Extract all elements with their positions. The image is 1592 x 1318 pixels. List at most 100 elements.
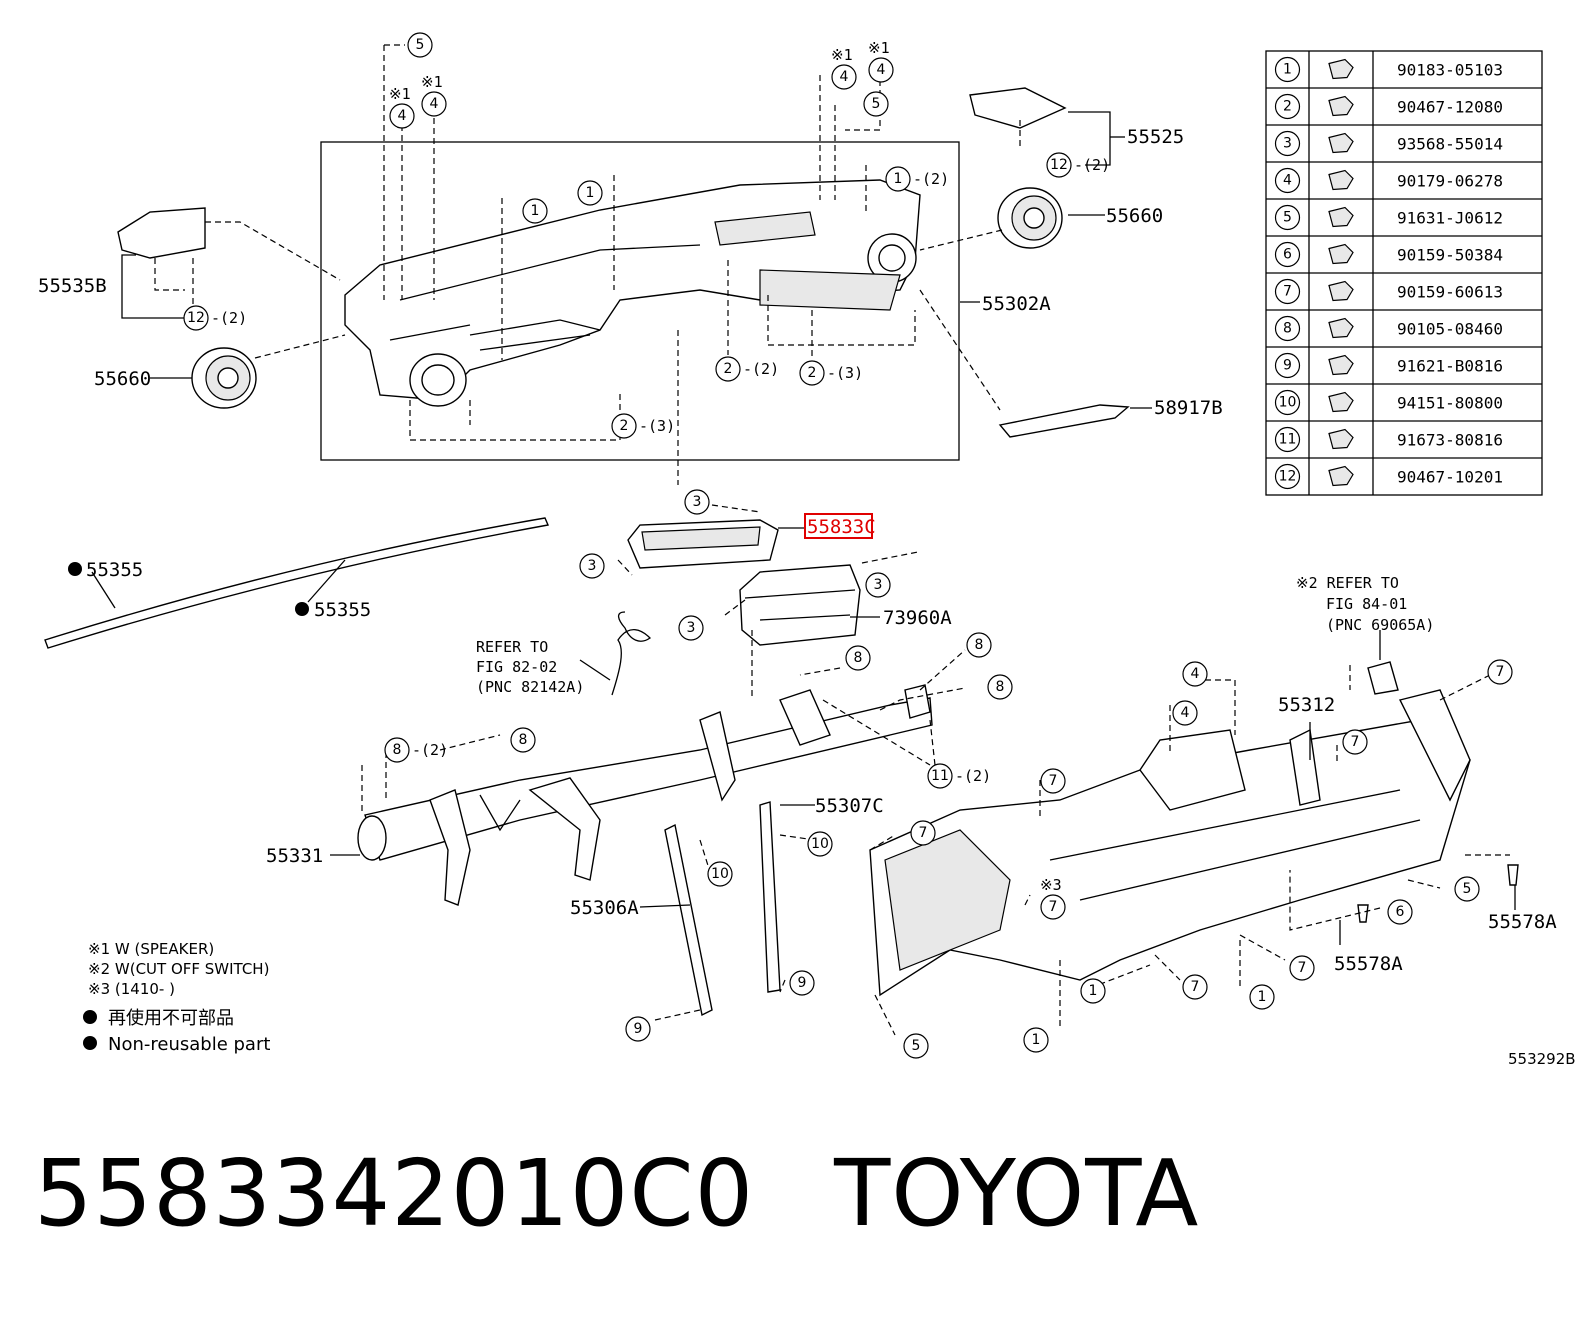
- weatherstrip-drawing: [44, 517, 549, 649]
- ref-number: 6: [1396, 904, 1405, 920]
- ref-circle: [1387, 899, 1413, 925]
- ref-number: 7: [919, 825, 928, 841]
- table-part-number: 90159-60613: [1397, 283, 1503, 302]
- ref-circle: [927, 763, 953, 789]
- label-55312: 55312: [1278, 694, 1335, 716]
- ref-circle: [1080, 978, 1106, 1004]
- speaker-left-drawing: [191, 347, 257, 409]
- ref-number: 1: [531, 203, 540, 219]
- table-part-number: 90179-06278: [1397, 172, 1503, 191]
- ref-circle: [987, 674, 1013, 700]
- legend-en: Non-reusable part: [108, 1034, 270, 1055]
- ref-number: 7: [1049, 773, 1058, 789]
- ref-number: 12: [1050, 157, 1068, 173]
- clip-55578a-b-drawing: [1357, 904, 1369, 923]
- ref-circle: [407, 32, 433, 58]
- wire-harness-drawing: [611, 611, 652, 696]
- ref-circle: [678, 615, 704, 641]
- refer-fig82-line2: FIG 82-02: [476, 658, 557, 676]
- note-1: ※1 W (SPEAKER): [88, 940, 214, 958]
- refer-fig82-line3: (PNC 82142A): [476, 678, 584, 696]
- ref-circle: [389, 103, 415, 129]
- ref-circle: [1023, 1027, 1049, 1053]
- footnote-mark: ※1: [389, 85, 411, 103]
- switch-bracket-drawing: [1367, 661, 1399, 695]
- ref-number: 4: [877, 62, 886, 78]
- leader-lines-upper: [154, 44, 1021, 485]
- ref-circle: [1172, 700, 1198, 726]
- table-ref-circle: [1274, 204, 1301, 231]
- ref-circle: [579, 553, 605, 579]
- ref-number: 10: [711, 866, 729, 882]
- diagram-id: 553292B: [1508, 1050, 1576, 1068]
- brace-55306a-drawing: [664, 823, 713, 1017]
- ref-circles: 54※14※1114※14※151-(2)12-(2)12-(2)2-(2)2-…: [183, 32, 1513, 1059]
- leader-lines-lower: [361, 649, 1510, 1036]
- table-ref-circle: [1274, 56, 1301, 83]
- table-part-number: 91631-J0612: [1397, 209, 1503, 228]
- ref-number: 9: [634, 1021, 643, 1037]
- brace-55307c-drawing: [759, 801, 781, 993]
- lower-panel-drawing: [869, 689, 1471, 997]
- ref-number: 7: [1191, 979, 1200, 995]
- note-2: ※2 W(CUT OFF SWITCH): [88, 960, 269, 978]
- ref-circle: [1040, 894, 1066, 920]
- ref-number: 7: [1351, 734, 1360, 750]
- legend-marker-icon: [83, 1036, 97, 1050]
- highlight-box: [804, 513, 873, 539]
- table-ref-circle: [1274, 463, 1301, 490]
- ref-circle: [799, 360, 825, 386]
- fastener-icon: [1328, 317, 1354, 339]
- fastener-icon: [1328, 243, 1354, 265]
- ref-number: 2: [808, 365, 817, 381]
- ref-number: 2: [620, 418, 629, 434]
- label-55578A-a: 55578A: [1488, 911, 1557, 933]
- ref-circle: [707, 861, 733, 887]
- fastener-icon: [1328, 169, 1354, 191]
- ref-circle: [868, 57, 894, 83]
- ref-number: 11: [931, 768, 949, 784]
- note-3: ※3 (1410- ): [88, 980, 175, 998]
- table-ref-number: 1: [1283, 62, 1292, 78]
- label-highlighted-part: 55833C: [807, 516, 876, 538]
- fastener-icon: [1328, 132, 1354, 154]
- ref-circle: [863, 91, 889, 117]
- bracket-55535b: [121, 254, 185, 319]
- label-55535B: 55535B: [38, 275, 107, 297]
- table-part-number: 90159-50384: [1397, 246, 1503, 265]
- quantity-label: -(2): [743, 360, 779, 378]
- ref-number: 5: [1463, 881, 1472, 897]
- ref-number: 8: [854, 650, 863, 666]
- ref-number: 8: [975, 637, 984, 653]
- dashboard-group-frame: [320, 141, 960, 461]
- ref-number: 12: [187, 310, 205, 326]
- airbag-module-drawing: [739, 564, 861, 646]
- ref-number: 5: [912, 1038, 921, 1054]
- ref-number: 1: [1089, 983, 1098, 999]
- refer-fig84-line1: ※2 REFER TO: [1296, 574, 1399, 592]
- ref-number: 10: [811, 836, 829, 852]
- ref-circle: [510, 727, 536, 753]
- ref-circle: [684, 489, 710, 515]
- ref-circle: [384, 737, 410, 763]
- speaker-cover-right-drawing: [969, 87, 1067, 129]
- table-part-number: 94151-80800: [1397, 394, 1503, 413]
- quantity-label: -(3): [827, 364, 863, 382]
- fastener-icon: [1328, 354, 1354, 376]
- label-55355-b: 55355: [314, 599, 371, 621]
- footnote-mark: ※1: [868, 39, 890, 57]
- fastener-icon: [1328, 58, 1354, 80]
- quantity-label: -(2): [913, 170, 949, 188]
- ref-number: 7: [1298, 960, 1307, 976]
- label-55307C: 55307C: [815, 795, 884, 817]
- ref-number: 3: [687, 620, 696, 636]
- quantity-label: -(2): [211, 309, 247, 327]
- legend-jp: 再使用不可部品: [108, 1008, 234, 1029]
- table-part-number: 91621-B0816: [1397, 357, 1503, 376]
- quantity-label: -(2): [412, 741, 448, 759]
- ref-circle: [910, 820, 936, 846]
- ref-number: 4: [840, 69, 849, 85]
- table-part-number: 91673-80816: [1397, 431, 1503, 450]
